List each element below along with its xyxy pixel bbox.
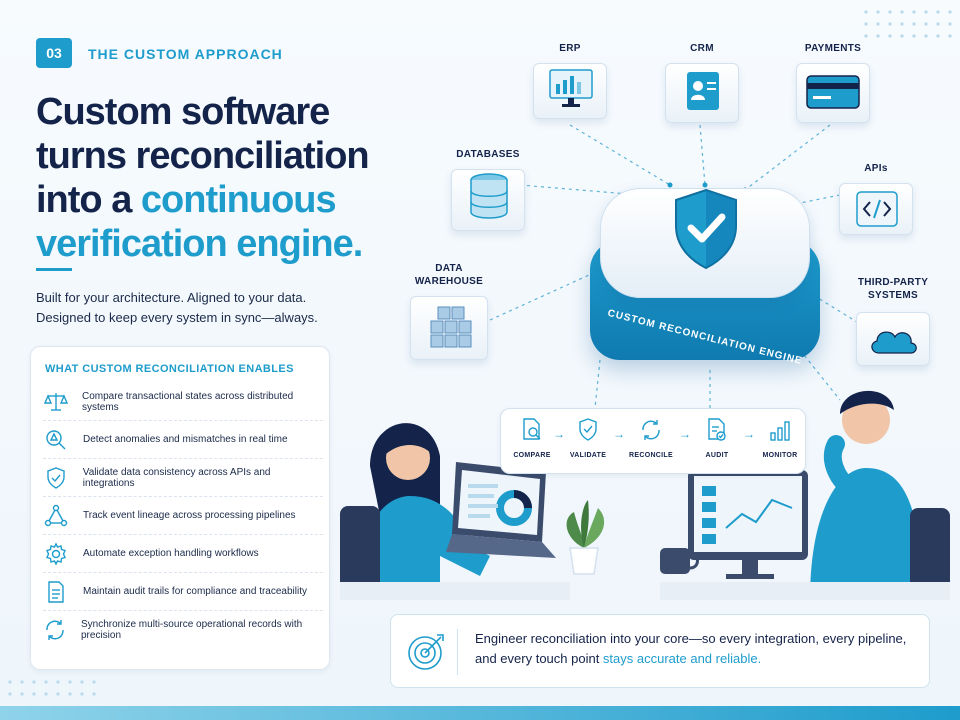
flow-step-reconcile: RECONCILE (626, 417, 676, 459)
shield-check-icon (675, 188, 737, 270)
node-data-warehouse: DATA WAREHOUSE (404, 262, 494, 360)
reconciliation-flow: COMPARE → VALIDATE → RECONCILE → AUDIT →… (500, 408, 806, 474)
feature-text: Validate data consistency across APIs an… (82, 466, 271, 489)
crm-label: CRM (690, 43, 714, 54)
flow-step-label: MONITOR (762, 452, 798, 459)
feature-text: Track event lineage across processing pi… (83, 510, 296, 521)
dot-grid-bottom-left (8, 680, 96, 696)
third-party-label-2: SYSTEMS (868, 290, 918, 301)
flow-arrow-icon: → (679, 427, 691, 441)
bar-chart-icon (770, 421, 790, 441)
flow-step-label: AUDIT (705, 452, 729, 459)
feature-item: Track event lineage across processing pi… (43, 497, 323, 535)
flow-step-label: RECONCILE (629, 452, 673, 459)
apis-tile (839, 183, 913, 235)
erp-label: ERP (559, 43, 581, 54)
dashboard-monitor-icon (549, 69, 593, 107)
node-apis: APIs (836, 162, 916, 235)
scale-icon (43, 389, 68, 415)
erp-tile (533, 63, 607, 119)
flow-arrow-icon: → (613, 427, 625, 441)
code-brackets-icon (856, 191, 898, 227)
database-icon (470, 173, 508, 219)
features-title: WHAT CUSTOM RECONCILIATION ENABLES (45, 363, 294, 375)
flow-step-label: VALIDATE (569, 452, 607, 459)
feature-text: Compare transactional states across dist… (82, 390, 294, 413)
headline-accent: continuous verification engine. (36, 179, 363, 265)
feature-text: Detect anomalies and mismatches in real … (83, 434, 288, 445)
cube-stack-icon (430, 306, 472, 348)
databases-label: DATABASES (456, 149, 520, 160)
bottom-accent-bar (0, 706, 960, 720)
lead-paragraph: Built for your architecture. Aligned to … (36, 288, 356, 328)
lead-line-2: Designed to keep every system in sync—al… (36, 310, 318, 325)
features-card: WHAT CUSTOM RECONCILIATION ENABLES Compa… (30, 346, 330, 670)
third-party-label-1: THIRD-PARTY (857, 277, 929, 288)
flow-step-monitor: MONITOR (755, 417, 805, 459)
plant-illustration (566, 500, 605, 575)
callout-divider (457, 629, 458, 675)
alert-search-icon (43, 427, 69, 453)
feature-item: Compare transactional states across dist… (43, 383, 323, 421)
flow-step-compare: COMPARE (507, 417, 557, 459)
callout-main: Engineer reconciliation into your core—s… (475, 631, 907, 666)
payments-tile (796, 63, 870, 123)
feature-item: Detect anomalies and mismatches in real … (43, 421, 323, 459)
sync-icon (642, 420, 660, 440)
credit-card-icon (806, 75, 860, 109)
node-payments: PAYMENTS (790, 42, 876, 123)
flow-arrow-icon: → (553, 427, 565, 441)
flow-arrow-icon: → (743, 427, 755, 441)
cloud-icon (871, 331, 917, 354)
feature-item: Synchronize multi-source operational rec… (43, 611, 323, 649)
dot-grid-top-right (864, 10, 952, 38)
payments-label: PAYMENTS (804, 43, 862, 54)
callout-text: Engineer reconciliation into your core—s… (475, 629, 915, 669)
node-erp: ERP (530, 42, 610, 119)
node-databases: DATABASES (448, 148, 528, 231)
document-icon (43, 579, 69, 605)
data-warehouse-tile (410, 296, 488, 360)
audit-document-icon (708, 418, 726, 441)
feature-item: Automate exception handling workflows (43, 535, 323, 573)
feature-text: Synchronize multi-source operational rec… (81, 619, 303, 641)
analyst-man-illustration (660, 390, 950, 600)
flow-step-audit: AUDIT (692, 417, 742, 459)
section-eyebrow: THE CUSTOM APPROACH (88, 46, 283, 62)
feature-text: Automate exception handling workflows (83, 548, 259, 559)
lead-line-1: Built for your architecture. Aligned to … (36, 290, 307, 305)
feature-item: Maintain audit trails for compliance and… (43, 573, 323, 611)
headline-main: Custom software turns reconciliation int… (36, 91, 370, 221)
contact-card-icon (687, 72, 719, 110)
section-number-badge: 03 (36, 38, 72, 68)
feature-text: Maintain audit trails for compliance and… (83, 586, 307, 597)
page-headline: Custom software turns reconciliation int… (36, 90, 416, 266)
callout-accent: stays accurate and reliable. (602, 651, 762, 666)
compare-document-icon (523, 418, 541, 440)
crm-tile (665, 63, 739, 123)
shield-check-icon (579, 418, 597, 441)
laptop-illustration (446, 462, 556, 558)
sync-icon (43, 617, 67, 643)
lineage-icon (43, 503, 69, 529)
data-warehouse-label-1: DATA (435, 263, 463, 274)
shield-check-icon (43, 465, 69, 491)
flow-step-validate: VALIDATE (563, 417, 613, 459)
headline-divider (36, 268, 72, 271)
closing-callout: Engineer reconciliation into your core—s… (390, 614, 930, 688)
node-third-party: THIRD-PARTY SYSTEMS (848, 276, 938, 366)
feature-item: Validate data consistency across APIs an… (43, 459, 323, 497)
apis-label: APIs (864, 163, 888, 174)
databases-tile (451, 169, 525, 231)
data-warehouse-label-2: WAREHOUSE (414, 276, 484, 287)
third-party-tile (856, 312, 930, 366)
gear-icon (43, 541, 69, 567)
node-crm: CRM (662, 42, 742, 123)
target-icon (408, 634, 444, 670)
flow-step-label: COMPARE (513, 452, 551, 459)
